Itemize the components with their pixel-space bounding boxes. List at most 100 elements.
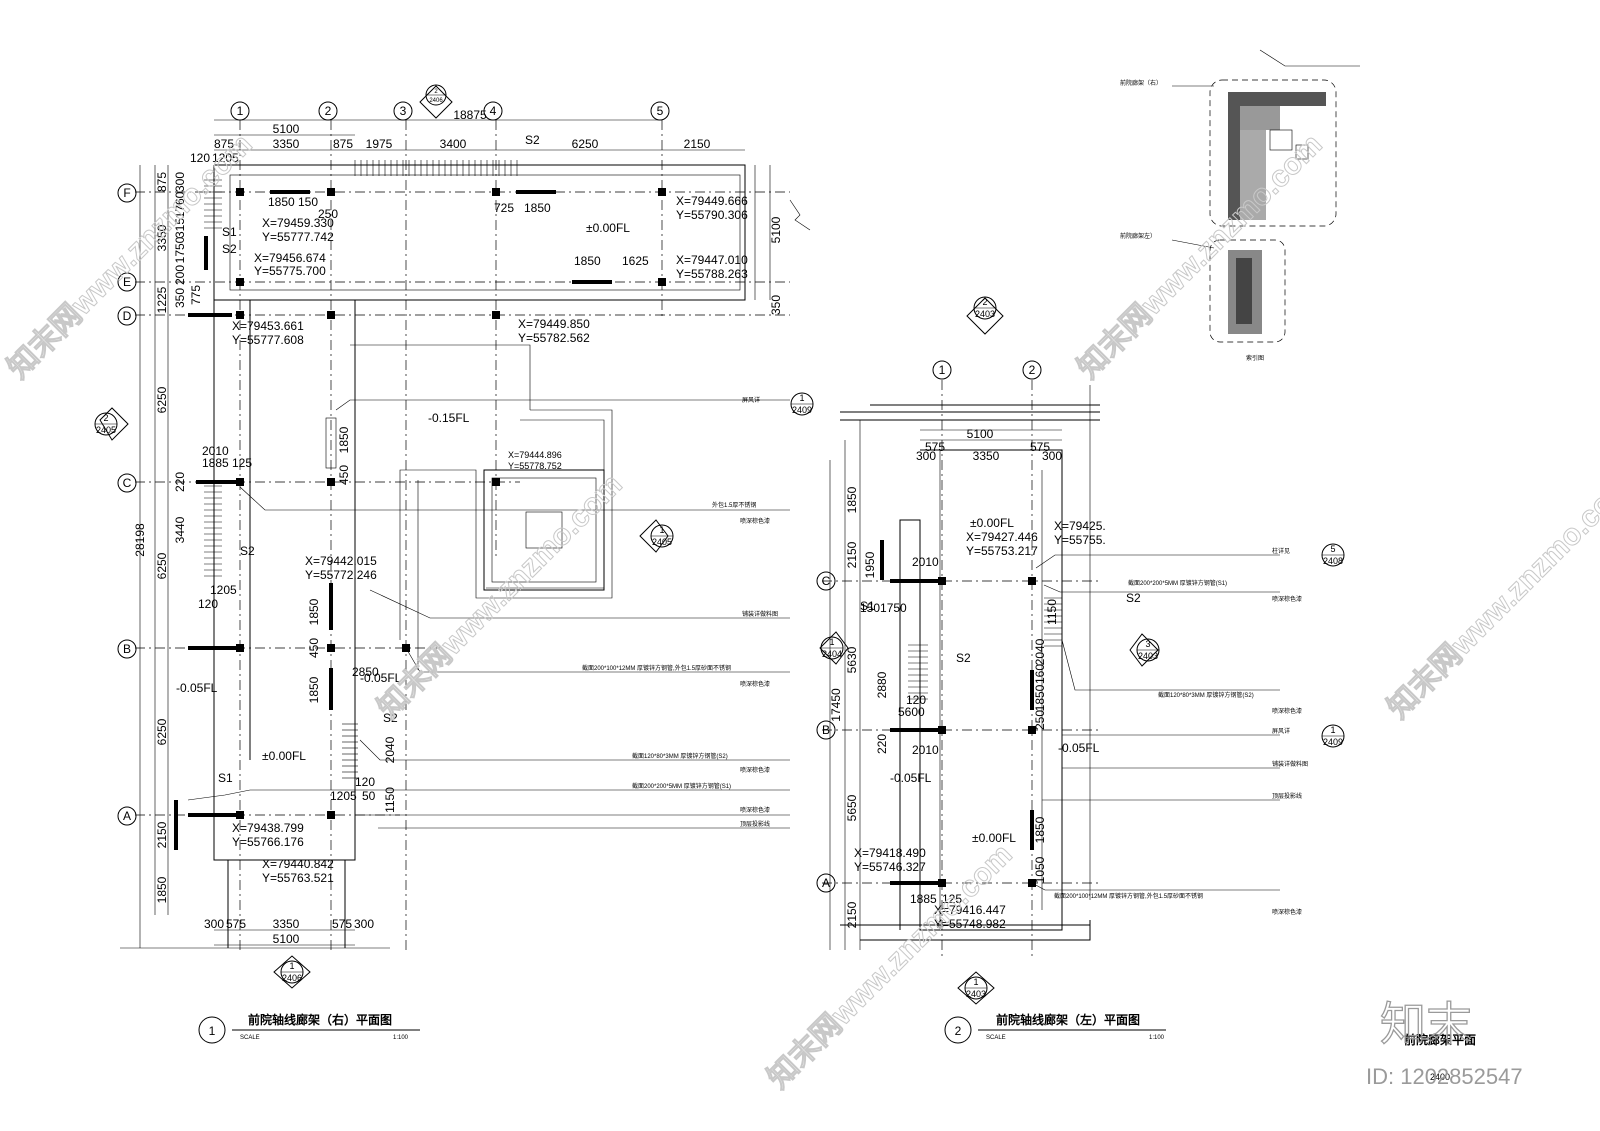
- section-symbols-right: 2 2406 2 2405 1 2405 1 2406: [94, 84, 674, 989]
- svg-text:2409: 2409: [792, 405, 812, 415]
- svg-text:1150: 1150: [383, 787, 397, 813]
- axis-A: A: [117, 806, 137, 826]
- svg-text:2: 2: [982, 297, 987, 307]
- svg-text:知末网www.znzmo.com: 知末网www.znzmo.com: [2, 128, 259, 385]
- svg-text:2: 2: [103, 413, 108, 423]
- svg-text:5: 5: [657, 104, 664, 118]
- svg-text:875: 875: [333, 137, 353, 151]
- svg-text:Y=55755.: Y=55755.: [1054, 533, 1106, 547]
- svg-text:3: 3: [400, 104, 407, 118]
- axis-2: 2: [318, 101, 338, 121]
- svg-text:2150: 2150: [684, 137, 711, 151]
- svg-text:125: 125: [942, 892, 962, 906]
- callouts-left: 柱详见 5 2408 截面200*200*5MM 厚镀锌方钢管(S1) 喷深棕色…: [1054, 543, 1345, 916]
- svg-text:1: 1: [289, 961, 294, 971]
- svg-text:喷深棕色漆: 喷深棕色漆: [1272, 595, 1302, 603]
- svg-text:1: 1: [237, 104, 244, 118]
- svg-text:2010: 2010: [202, 444, 229, 458]
- svg-text:X=79427.446: X=79427.446: [966, 530, 1038, 544]
- axis-4: 4: [483, 101, 503, 121]
- svg-text:2150: 2150: [845, 901, 859, 928]
- svg-text:220: 220: [875, 734, 889, 754]
- axis-5: 5: [650, 101, 670, 121]
- section-symbol-left: 2 2405: [94, 407, 129, 441]
- svg-text:X=79418.490: X=79418.490: [854, 846, 926, 860]
- svg-text:Y=55788.263: Y=55788.263: [676, 267, 748, 281]
- svg-text:X=79449.666: X=79449.666: [676, 194, 748, 208]
- svg-text:450: 450: [337, 465, 351, 485]
- axis-D: D: [117, 306, 137, 326]
- svg-text:875: 875: [214, 137, 234, 151]
- svg-text:Y=55777.608: Y=55777.608: [232, 333, 304, 347]
- svg-text:Y=55746.327: Y=55746.327: [854, 860, 926, 874]
- svg-text:5: 5: [1330, 544, 1335, 554]
- svg-text:250: 250: [1033, 710, 1047, 730]
- svg-text:±0.00FL: ±0.00FL: [262, 749, 306, 763]
- svg-text:2: 2: [325, 104, 332, 118]
- svg-text:350: 350: [173, 288, 187, 308]
- svg-text:Y=55778.752: Y=55778.752: [508, 461, 562, 471]
- slats-left: [204, 179, 358, 779]
- svg-text:575: 575: [1030, 440, 1050, 454]
- svg-text:铺装详做料图: 铺装详做料图: [1272, 760, 1308, 768]
- svg-text:3350: 3350: [273, 917, 300, 931]
- svg-text:2403: 2403: [966, 989, 986, 999]
- svg-text:Y=55763.521: Y=55763.521: [262, 871, 334, 885]
- svg-text:S1: S1: [222, 225, 237, 239]
- svg-text:S2: S2: [383, 711, 398, 725]
- section-symbol-left-left: 1 2404: [819, 631, 849, 665]
- svg-text:索引图: 索引图: [1246, 354, 1264, 362]
- svg-text:1: 1: [939, 363, 946, 377]
- svg-text:1850: 1850: [574, 254, 601, 268]
- svg-text:1205: 1205: [212, 151, 239, 165]
- slats-left-plan: [908, 597, 1062, 700]
- svg-text:1850: 1850: [845, 486, 859, 513]
- svg-text:4: 4: [490, 104, 497, 118]
- svg-text:B: B: [123, 642, 131, 656]
- axis-left-A: A: [816, 873, 836, 893]
- axis-left-1: 1: [932, 360, 952, 380]
- svg-text:1950: 1950: [863, 551, 877, 578]
- svg-text:E: E: [123, 275, 131, 289]
- coordinates-left: X=79427.446 Y=55753.217 X=79425. Y=55755…: [854, 519, 1106, 931]
- svg-text:-0.05FL: -0.05FL: [360, 671, 402, 685]
- svg-text:120: 120: [906, 693, 926, 707]
- axis-B: B: [117, 639, 137, 659]
- svg-text:S2: S2: [240, 544, 255, 558]
- svg-text:28198: 28198: [133, 523, 147, 557]
- svg-text:喷深棕色漆: 喷深棕色漆: [740, 517, 770, 525]
- axis-bubbles-right: 1 2 3 4 5 F E D C B A: [117, 101, 670, 826]
- svg-text:1850: 1850: [1033, 816, 1047, 843]
- axis-F: F: [117, 183, 137, 203]
- svg-text:1760: 1760: [173, 191, 187, 218]
- svg-text:315: 315: [173, 218, 187, 238]
- svg-text:截面200*100*12MM 厚镀锌方钢管,外包1.5厚砂: 截面200*100*12MM 厚镀锌方钢管,外包1.5厚砂面不锈钢: [582, 664, 731, 672]
- svg-text:柱详见: 柱详见: [1272, 547, 1290, 555]
- svg-text:喷深棕色漆: 喷深棕色漆: [740, 806, 770, 814]
- svg-text:Y=55782.562: Y=55782.562: [518, 331, 590, 345]
- section-symbol-bottom: 1 2406: [273, 955, 311, 989]
- svg-text:Y=55748.982: Y=55748.982: [934, 917, 1006, 931]
- svg-text:2150: 2150: [845, 541, 859, 568]
- svg-text:Y=55790.306: Y=55790.306: [676, 208, 748, 222]
- svg-text:125: 125: [232, 456, 252, 470]
- axis-left-C: C: [816, 571, 836, 591]
- svg-text:120: 120: [190, 151, 210, 165]
- svg-text:1205: 1205: [330, 789, 357, 803]
- svg-text:-0.05FL: -0.05FL: [1058, 741, 1100, 755]
- svg-text:300: 300: [173, 172, 187, 192]
- svg-text:1501750: 1501750: [860, 601, 907, 615]
- svg-text:1050: 1050: [1033, 856, 1047, 883]
- watermarks: 知末网www.znzmo.com 知末网www.znzmo.com 知末网www…: [1, 127, 1600, 1095]
- svg-text:1225: 1225: [155, 286, 169, 313]
- svg-text:220: 220: [173, 472, 187, 492]
- svg-text:X=79438.799: X=79438.799: [232, 821, 304, 835]
- levels-left: ±0.00FL -0.05FL -0.05FL ±0.00FL S1 S2 S2: [860, 516, 1141, 845]
- svg-text:2408: 2408: [1323, 556, 1343, 566]
- svg-text:5100: 5100: [273, 932, 300, 946]
- title-block-right: 1 前院轴线廊架（右）平面图 SCALE 1:100: [198, 1012, 420, 1044]
- svg-text:1: 1: [1330, 725, 1335, 735]
- svg-text:S1: S1: [860, 599, 875, 613]
- svg-text:S1: S1: [218, 771, 233, 785]
- svg-text:1205: 1205: [210, 583, 237, 597]
